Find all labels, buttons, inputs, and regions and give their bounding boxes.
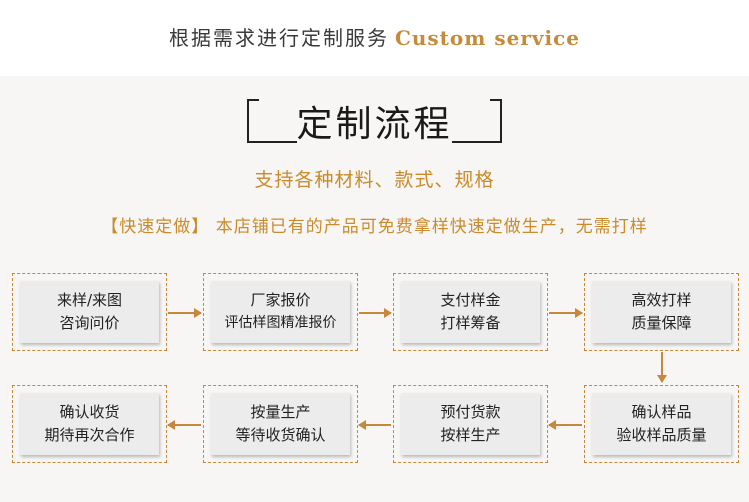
- process-title: 定制流程: [296, 104, 453, 145]
- step-title: 预付货款: [440, 403, 501, 421]
- step-card: 预付货款 按样生产: [401, 393, 540, 455]
- arrow-down-icon: [657, 352, 667, 383]
- step-title: 来样/来图: [56, 291, 123, 309]
- arrow-left-icon: [167, 420, 201, 430]
- frame-underline-right: [452, 141, 502, 143]
- step-card: 确认样品 验收样品质量: [592, 393, 731, 455]
- step-8: 确认收货 期待再次合作: [12, 385, 167, 463]
- frame-underline-left: [247, 141, 297, 143]
- step-1: 来样/来图 咨询问价: [12, 273, 167, 351]
- arrow-left-icon: [548, 420, 582, 430]
- arrow-right-icon: [359, 308, 392, 318]
- step-card: 来样/来图 咨询问价: [20, 281, 159, 343]
- process-subtitle: 支持各种材料、款式、规格: [254, 169, 495, 191]
- step-desc: 评估样图精准报价: [224, 315, 337, 331]
- process-title-frame: 定制流程: [247, 99, 502, 145]
- step-card: 支付样金 打样筹备: [401, 281, 540, 343]
- step-card: 按量生产 等待收货确认: [211, 393, 350, 455]
- quick-custom-notice: 【快速定做】 本店铺已有的产品可免费拿样快速定做生产，无需打样: [101, 217, 648, 237]
- step-desc: 验收样品质量: [616, 426, 707, 444]
- step-desc: 打样筹备: [440, 314, 501, 332]
- step-title: 确认样品: [631, 403, 692, 421]
- step-title: 按量生产: [250, 403, 311, 421]
- arrow-right-icon: [168, 308, 202, 318]
- step-5: 确认样品 验收样品质量: [584, 385, 739, 463]
- step-card: 高效打样 质量保障: [592, 281, 731, 343]
- step-title: 高效打样: [631, 291, 692, 309]
- step-desc: 咨询问价: [59, 314, 120, 332]
- step-desc: 质量保障: [631, 314, 692, 332]
- step-4: 高效打样 质量保障: [584, 273, 739, 351]
- step-card: 厂家报价 评估样图精准报价: [211, 281, 350, 343]
- step-desc: 按样生产: [440, 426, 501, 444]
- step-title: 厂家报价: [250, 291, 311, 309]
- header-title-en: Custom service: [394, 26, 581, 50]
- step-card: 确认收货 期待再次合作: [20, 393, 159, 455]
- step-6: 预付货款 按样生产: [393, 385, 548, 463]
- step-3: 支付样金 打样筹备: [393, 273, 548, 351]
- arrow-left-icon: [358, 420, 391, 430]
- step-7: 按量生产 等待收货确认: [203, 385, 358, 463]
- step-desc: 等待收货确认: [235, 426, 326, 444]
- step-title: 确认收货: [59, 403, 120, 421]
- header-title-cn: 根据需求进行定制服务: [168, 26, 389, 50]
- step-title: 支付样金: [440, 291, 501, 309]
- header-band: [0, 0, 749, 76]
- step-2: 厂家报价 评估样图精准报价: [203, 273, 358, 351]
- step-desc: 期待再次合作: [44, 426, 135, 444]
- arrow-right-icon: [549, 308, 583, 318]
